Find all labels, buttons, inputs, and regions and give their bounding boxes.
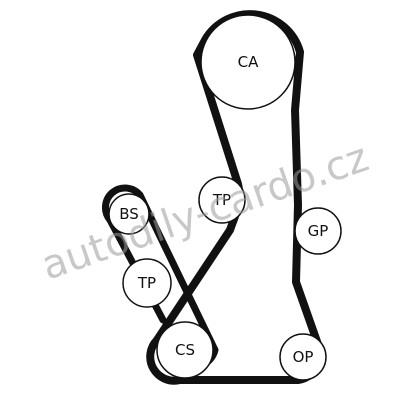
pulley-gp-circle: [294, 207, 342, 255]
pulley-cs: CS: [156, 321, 214, 379]
pulley-op-label: OP: [293, 348, 314, 366]
pulley-bs-circle: [108, 193, 150, 235]
pulley-tp-lower: TP: [122, 258, 172, 308]
pulley-cs-label: CS: [175, 341, 195, 359]
pulley-bs: BS: [108, 193, 150, 235]
pulley-tp-upper: TP: [198, 176, 246, 224]
pulley-tp-upper-label: TP: [212, 191, 231, 209]
pulley-gp-label: GP: [308, 222, 329, 240]
pulley-op: OP: [279, 333, 327, 381]
pulley-gp: GP: [294, 207, 342, 255]
pulley-ca: CA: [200, 14, 296, 110]
pulley-tp-upper-circle: [198, 176, 246, 224]
pulley-op-circle: [279, 333, 327, 381]
pulley-bs-label: BS: [119, 205, 139, 223]
pulley-ca-circle: [200, 14, 296, 110]
pulley-ca-label: CA: [238, 53, 259, 71]
pulley-tp-lower-circle: [122, 258, 172, 308]
pulley-cs-circle: [156, 321, 214, 379]
pulley-tp-lower-label: TP: [137, 274, 156, 292]
